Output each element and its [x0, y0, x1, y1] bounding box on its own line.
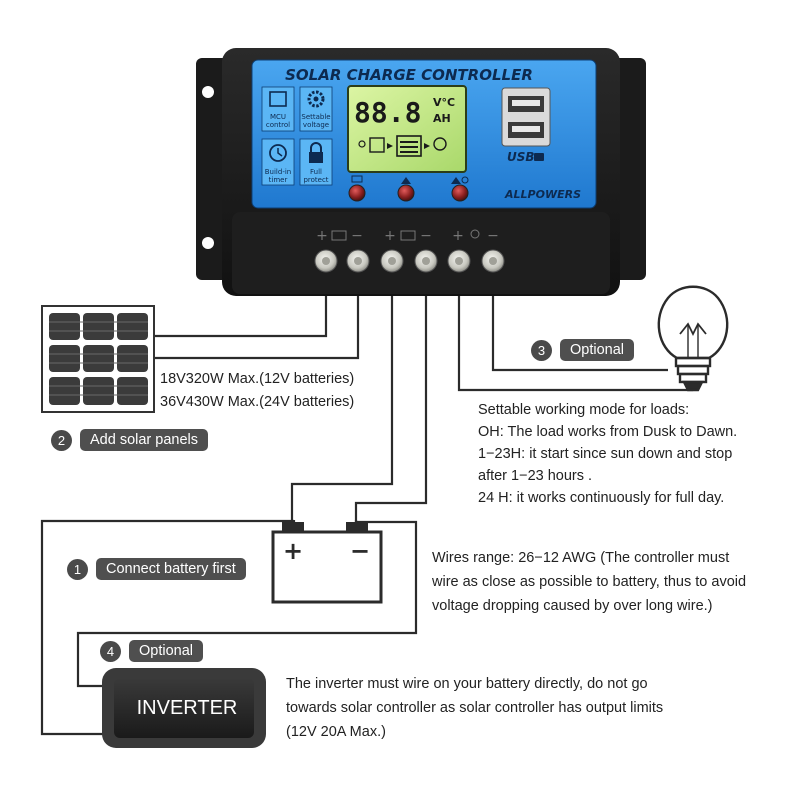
sun-icon	[358, 140, 366, 148]
up-arrow-icon	[401, 177, 411, 184]
wire-battery-negative	[354, 296, 428, 522]
charge-controller: SOLAR CHARGE CONTROLLER MCU control Sett…	[196, 48, 646, 296]
mount-hole-icon	[202, 237, 214, 249]
step-label: Optional	[129, 640, 204, 662]
terminal-sign: −	[487, 228, 499, 244]
terminal-sign: −	[420, 228, 432, 244]
wire-load-negative	[491, 296, 668, 372]
lcd-panel-icon	[369, 137, 385, 153]
mount-hole-icon	[202, 86, 214, 98]
up-arrow-icon	[451, 177, 461, 184]
battery-small-icon	[400, 230, 416, 241]
inverter-note-line2: towards solar controller as solar contro…	[286, 700, 664, 716]
wires-note-line1: Wires range: 26−12 AWG (The controller m…	[432, 550, 730, 566]
solar-spec-12v: 18V320W Max.(12V batteries)	[160, 371, 355, 387]
step-number: 2	[51, 429, 72, 451]
lcd-display: 88.8 V°C AH	[347, 85, 467, 173]
wire-inverter-positive	[40, 519, 296, 736]
wires-note-line2: wire as close as possible to battery, th…	[432, 574, 747, 590]
battery-minus-sign: −	[350, 537, 370, 565]
menu-icon	[351, 175, 363, 183]
load-modes-title: Settable working mode for loads:	[478, 402, 690, 418]
usb-ports: USB	[501, 87, 551, 164]
terminal-block: + − + − + −	[232, 212, 610, 294]
feature-protect-line2: protect	[303, 176, 328, 184]
step-label: Optional	[560, 339, 635, 361]
wires	[40, 296, 694, 736]
feature-mcu-line1: MCU	[270, 113, 286, 121]
feature-mcu-line2: control	[266, 121, 290, 129]
solar-panel-small-icon	[331, 230, 347, 241]
inverter-note-line3: (12V 20A Max.)	[286, 724, 386, 740]
feature-protect-line1: Full	[310, 168, 322, 176]
usb-plug-icon	[534, 153, 544, 161]
feature-settable-line2: voltage	[303, 121, 329, 129]
wires-note-line3: voltage dropping caused by over long wir…	[432, 598, 713, 614]
arrow-icon	[387, 143, 393, 149]
controller-title: SOLAR CHARGE CONTROLLER	[285, 66, 533, 84]
terminal-sign: +	[384, 228, 396, 244]
load-mode-1-23h-cont: after 1−23 hours .	[478, 468, 593, 484]
wire-solar-negative	[155, 296, 360, 360]
controller-buttons: ALLPOWERS	[348, 175, 581, 202]
load-mode-1-23h: 1−23H: it start since sun down and stop	[478, 446, 733, 462]
step-number: 3	[531, 339, 552, 361]
usb-label: USB	[507, 150, 535, 164]
battery-icon: + −	[271, 522, 383, 604]
feature-timer-line1: Build-in	[265, 168, 291, 176]
lock-icon	[310, 142, 322, 152]
clock-icon	[269, 144, 287, 162]
inverter-icon: INVERTER	[102, 668, 266, 748]
step-number: 1	[67, 558, 88, 580]
lcd-unit-top: V°C	[433, 96, 455, 109]
step-connect-battery: 1 Connect battery first	[67, 558, 246, 580]
light-bulb-icon	[657, 285, 729, 392]
up-button[interactable]	[397, 184, 415, 202]
feature-timer-line2: timer	[269, 176, 288, 184]
solar-spec-24v: 36V430W Max.(24V batteries)	[160, 394, 355, 410]
solar-panel-icon	[41, 305, 155, 413]
terminal-sign: +	[452, 228, 464, 244]
load-mode-24h: 24 H: it works continuously for full day…	[478, 490, 725, 506]
bulb-small-icon	[461, 176, 469, 184]
wire-battery-positive	[290, 296, 394, 522]
terminal-sign: −	[351, 228, 363, 244]
step-optional-load: 3 Optional	[531, 339, 635, 361]
step-label: Connect battery first	[96, 558, 246, 580]
step-label: Add solar panels	[80, 429, 209, 451]
load-mode-oh: OH: The load works from Dusk to Dawn.	[478, 424, 738, 440]
arrow-icon	[424, 143, 430, 149]
gear-icon	[307, 90, 325, 108]
load-button[interactable]	[451, 184, 469, 202]
battery-plus-sign: +	[283, 537, 303, 565]
lcd-unit-bottom: AH	[433, 112, 451, 125]
step-add-solar-panels: 2 Add solar panels	[51, 429, 209, 451]
step-number: 4	[100, 640, 121, 662]
menu-button[interactable]	[348, 184, 366, 202]
lcd-bulb-icon	[433, 137, 447, 151]
feature-settable-line1: Settable	[301, 113, 330, 121]
lcd-digits: 88.8	[354, 96, 421, 129]
chip-icon	[269, 91, 287, 107]
feature-icons: MCU control Settable voltage Build-in ti…	[261, 86, 333, 186]
wire-solar-positive	[155, 296, 328, 338]
inverter-note-line1: The inverter must wire on your battery d…	[286, 676, 648, 692]
bulb-small-icon	[470, 229, 480, 239]
brand-label: ALLPOWERS	[504, 188, 581, 201]
lcd-battery-icon	[396, 135, 422, 157]
inverter-label: INVERTER	[137, 697, 238, 719]
step-optional-inverter: 4 Optional	[100, 640, 204, 662]
terminal-sign: +	[316, 228, 328, 244]
